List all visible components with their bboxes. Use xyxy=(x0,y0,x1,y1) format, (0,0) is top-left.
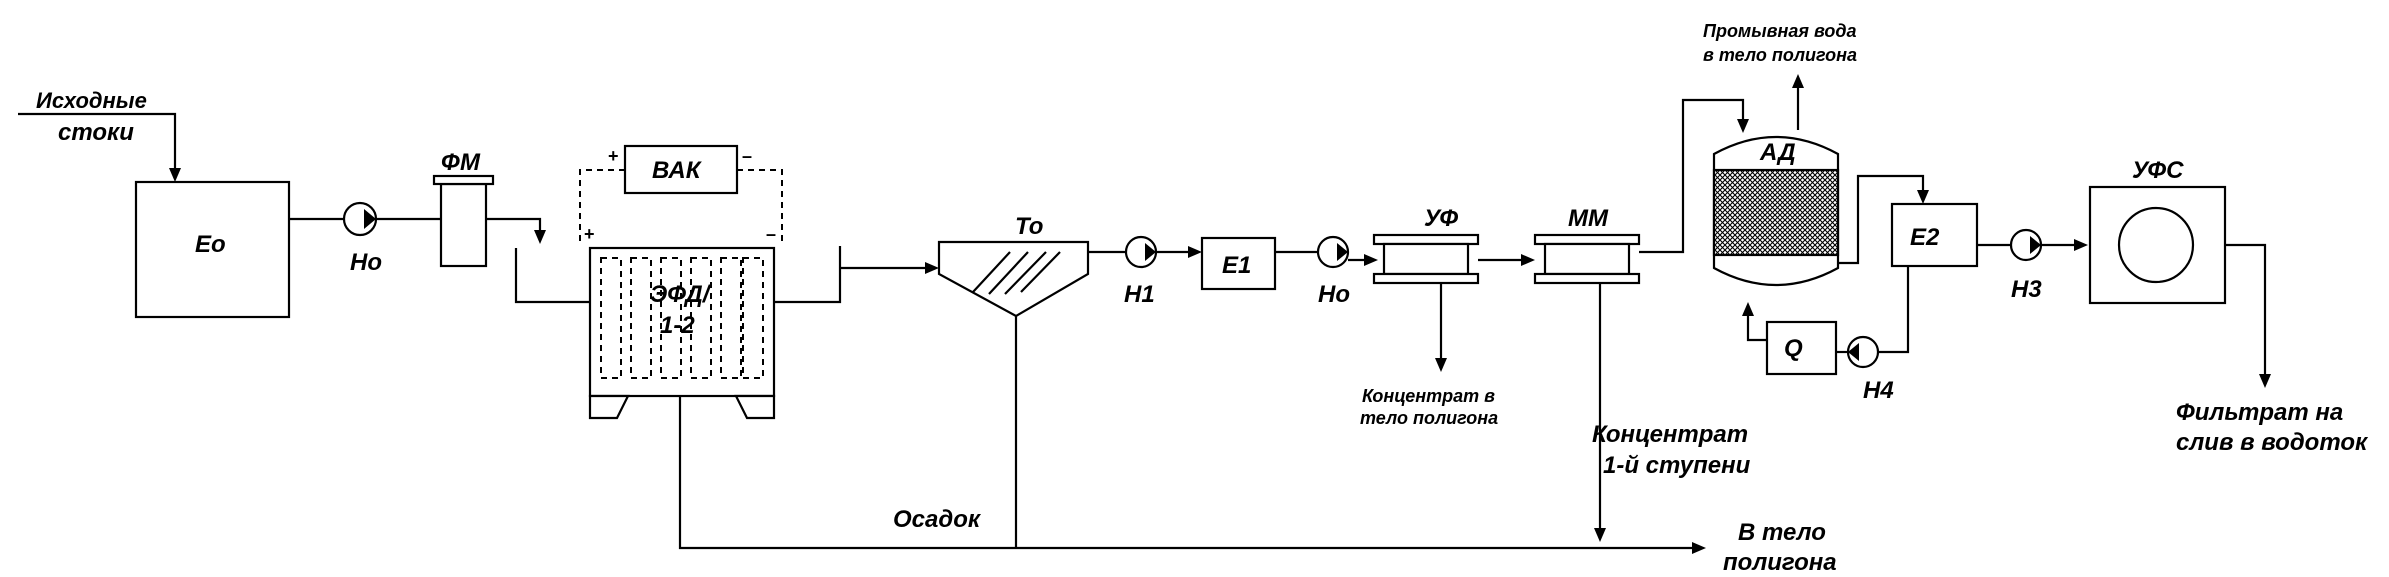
vak-minus-sign: – xyxy=(742,146,752,166)
tank-e2-label: Е2 xyxy=(1910,224,1940,251)
unit-ufs: УФС xyxy=(2088,157,2227,305)
mm-concentrate-label-line1: Концентрат xyxy=(1592,421,1748,448)
adsorber-ad-label: АД xyxy=(1759,139,1796,166)
pump-n1: Н1 xyxy=(1124,235,1158,308)
pump-ho-2: Но xyxy=(1316,235,1350,308)
pump-ho-1-label: Но xyxy=(350,249,382,276)
uf-concentrate-label-line2: тело полигона xyxy=(1360,408,1498,428)
tank-eo: Ео xyxy=(134,180,291,319)
source-label-line2: стоки xyxy=(58,119,134,146)
landfill-label-line1: В тело xyxy=(1738,519,1826,546)
module-mm: ММ xyxy=(1533,205,1641,285)
source-inlet: Исходные стоки xyxy=(18,88,181,182)
module-uf-label: УФ xyxy=(1424,205,1458,232)
pump-n1-label: Н1 xyxy=(1124,281,1155,308)
filtrate-label-line2: слив в водоток xyxy=(2176,429,2369,456)
wash-water-label-line1: Промывная вода xyxy=(1703,21,1857,41)
module-mm-label: ММ xyxy=(1568,205,1609,232)
adsorber-ad: АД xyxy=(1712,135,1840,287)
unit-efd-label-line2: 1-2 xyxy=(660,312,695,339)
unit-vak: ВАК + – xyxy=(608,144,752,195)
filter-fm-label: ФМ xyxy=(441,149,481,176)
filter-fm: ФМ xyxy=(432,149,495,268)
pump-ho-2-label: Но xyxy=(1318,281,1350,308)
tank-e1-label: Е1 xyxy=(1222,252,1251,279)
source-label-line1: Исходные xyxy=(36,88,147,113)
pump-ho-1: Но xyxy=(342,201,382,276)
pump-n4: Н4 xyxy=(1846,335,1894,404)
unit-q: Q xyxy=(1765,320,1838,376)
filtrate-label-line1: Фильтрат на xyxy=(2176,399,2343,426)
efd-plus-sign: + xyxy=(584,224,595,244)
landfill-label-line2: полигона xyxy=(1723,549,1837,576)
pump-n3-label: Н3 xyxy=(2011,276,2042,303)
settler-to-label: То xyxy=(1015,213,1043,240)
unit-ufs-label: УФС xyxy=(2132,157,2184,184)
settler-to: То xyxy=(937,213,1090,318)
unit-vak-label: ВАК xyxy=(652,157,703,184)
unit-q-label: Q xyxy=(1784,335,1803,362)
efd-minus-sign: – xyxy=(766,224,776,244)
pump-n4-label: Н4 xyxy=(1863,377,1894,404)
uf-concentrate-label-line1: Концентрат в xyxy=(1362,386,1495,406)
landfill-collector-line: Осадок В тело полигона xyxy=(678,283,1837,576)
vak-plus-sign: + xyxy=(608,146,619,166)
mm-concentrate-label-line2: 1-й ступени xyxy=(1603,452,1751,479)
unit-efd: ЭФД/ 1-2 xyxy=(588,246,776,420)
wash-water-label-line2: в тело полигона xyxy=(1703,45,1857,65)
sediment-label: Осадок xyxy=(893,506,982,533)
tank-e2: Е2 xyxy=(1890,202,1979,268)
module-uf: УФ xyxy=(1372,205,1480,285)
unit-efd-label-line1: ЭФД/ xyxy=(650,281,712,308)
tank-e1: Е1 xyxy=(1200,236,1277,291)
pump-n3: Н3 xyxy=(2009,228,2042,303)
tank-eo-label: Ео xyxy=(195,231,226,258)
